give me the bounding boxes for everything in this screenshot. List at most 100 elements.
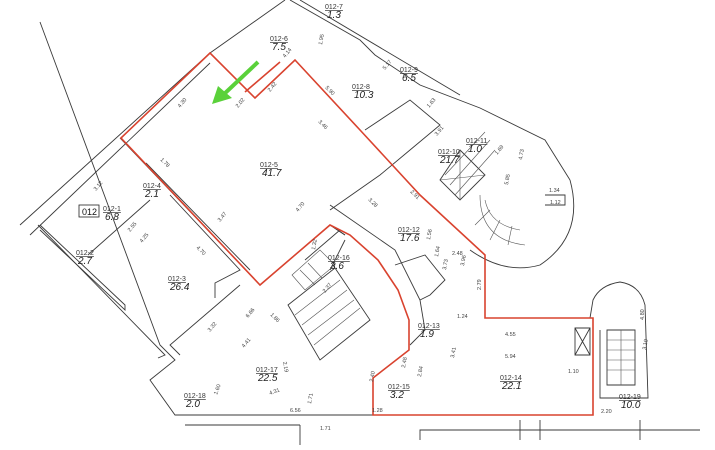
room-012-11: 012-111.0	[466, 138, 487, 155]
room-012-6: 012-67.5	[270, 36, 288, 53]
dimension-label: 1.78	[159, 157, 171, 169]
room-area: 10.3	[354, 90, 374, 101]
dimension-label: 2.79	[477, 279, 483, 290]
staircase-main	[287, 239, 371, 361]
dimension-label: 2.48	[452, 251, 463, 257]
room-area: 6.5	[402, 73, 416, 84]
room-area: 7.5	[272, 42, 286, 53]
room-area: 2.0	[185, 399, 200, 410]
dimension-labels: 4.30 4.14 2.42 2.02 5.90 3.46 1.78 3.47 4.70 3.12…	[93, 34, 650, 432]
room-id: 012-8	[352, 84, 370, 91]
dimension-label: 5.17	[382, 59, 393, 71]
dimension-label: 4.25	[139, 232, 150, 244]
dimension-label: 1.64	[434, 246, 442, 258]
room-id: 012-4	[143, 183, 161, 190]
room-area: 22.5	[257, 373, 278, 384]
dimension-label: 2.37	[322, 282, 333, 294]
dimension-label: 2.40	[369, 371, 377, 383]
dimension-label: 4.73	[518, 149, 526, 161]
unit-boundary	[119, 51, 594, 416]
dimension-label: 2.48	[401, 357, 409, 369]
room-area: 3.6	[330, 261, 344, 272]
room-labels: 012-16.8012-22.7012-326.4012-42.1012-541…	[76, 4, 641, 411]
dimension-label: 4.70	[195, 245, 207, 257]
dimension-label: 5.94	[505, 354, 516, 360]
dimension-label: 5.90	[324, 85, 336, 97]
dimension-label: 1.63	[426, 97, 437, 109]
dimension-label: 2.20	[601, 409, 612, 415]
room-id: 012-14	[500, 375, 522, 382]
room-area: 1.3	[327, 10, 341, 21]
dimension-label: 4.14	[282, 47, 293, 59]
dimension-label: 1.24	[457, 314, 468, 320]
dimension-label: 3.46	[317, 119, 329, 131]
room-id: 012-10	[438, 149, 460, 156]
dimension-label: 2.02	[235, 97, 246, 109]
dimension-label: 1.71	[320, 426, 331, 432]
dimension-label: 1.10	[568, 369, 579, 375]
room-area: 17.6	[400, 233, 420, 244]
room-area: 3.2	[390, 390, 404, 401]
dimension-label: 4.55	[505, 332, 516, 338]
dimension-label: 4.30	[177, 97, 188, 109]
room-id: 012-7	[325, 4, 343, 11]
dimension-label: 3.32	[207, 321, 218, 333]
room-012-13: 012-131.9	[418, 323, 440, 340]
dimension-label: 4.70	[295, 201, 306, 213]
room-area: 1.0	[468, 144, 482, 155]
room-id: 012-12	[398, 227, 420, 234]
room-area: 2.7	[77, 256, 92, 267]
room-id: 012-13	[418, 323, 440, 330]
dimension-label: 1.69	[494, 144, 505, 156]
dimension-label: 1.32	[311, 239, 319, 251]
room-area: 6.8	[105, 212, 119, 223]
room-012-9: 012-96.5	[400, 67, 418, 84]
dimension-label: 1.12	[550, 200, 561, 206]
walls	[19, 0, 700, 445]
dimension-label: 1.95	[318, 34, 326, 46]
dimension-label: 2.42	[267, 81, 278, 93]
dimension-label: 3.91	[434, 125, 445, 137]
dimension-label: 1.71	[307, 393, 315, 405]
dimension-label: 3.12	[93, 180, 104, 192]
dimension-label: 1.60	[213, 384, 222, 396]
dimension-label: 1.28	[372, 408, 383, 414]
dimension-label: 3.47	[217, 211, 228, 223]
room-id: 012-5	[260, 162, 278, 169]
dimension-label: 4.41	[241, 337, 252, 349]
room-012-1: 012-16.8	[103, 206, 121, 223]
dimension-label: 3.10	[642, 339, 650, 351]
room-012-7: 012-71.3	[325, 4, 343, 21]
dimension-label: 6.56	[290, 408, 301, 414]
dimension-label: 1.34	[549, 188, 560, 194]
room-area: 26.4	[169, 282, 190, 293]
room-id: 012-1	[103, 206, 121, 213]
room-id: 012-18	[184, 393, 206, 400]
room-area: 21.7	[439, 155, 460, 166]
dimension-label: 3.41	[450, 347, 458, 359]
room-area: 41.7	[262, 168, 282, 179]
dimension-label: 3.73	[442, 259, 450, 271]
room-area: 10.0	[621, 400, 641, 411]
room-id: 012-9	[400, 67, 418, 74]
room-area: 22.1	[501, 381, 521, 392]
dimension-label: 6.66	[245, 307, 256, 319]
dimension-label: 3.28	[367, 197, 379, 209]
room-id: 012-6	[270, 36, 288, 43]
room-012-15: 012-153.2	[388, 384, 410, 401]
direction-arrow-icon	[212, 60, 260, 104]
room-id: 012-15	[388, 384, 410, 391]
dimension-label: 4.31	[269, 388, 281, 397]
room-012-18: 012-182.0	[184, 393, 206, 410]
room-012-5: 012-541.7	[260, 162, 282, 179]
dimension-label: 5.85	[504, 174, 512, 186]
room-area: 2.1	[144, 189, 159, 200]
section-label-text: 012	[82, 207, 97, 217]
dimension-label: 3.96	[460, 255, 468, 267]
dimension-label: 4.80	[640, 309, 646, 320]
